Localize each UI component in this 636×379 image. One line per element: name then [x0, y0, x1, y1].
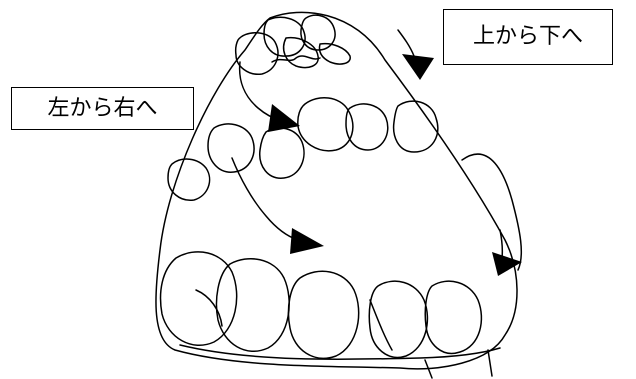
outline-stroke-bottom	[180, 345, 500, 359]
outline-tail-bottom-right	[488, 350, 492, 376]
grain-mid-3	[394, 101, 438, 152]
grain-top-5	[319, 44, 350, 64]
grain-mid-5	[208, 124, 254, 172]
label-top-to-bottom: 上から下へ	[443, 9, 613, 65]
arrowhead-middle	[290, 228, 324, 254]
grain-bottom-5	[425, 281, 481, 353]
grain-bottom-scribble-2	[370, 300, 392, 350]
grain-top-4	[284, 38, 319, 68]
grain-bottom-3	[288, 271, 358, 358]
grain-top-3	[301, 15, 335, 50]
outline-stroke-right	[462, 154, 521, 270]
grain-bottom-1	[161, 252, 237, 345]
outline-shape	[156, 12, 517, 369]
grain-bottom-2	[217, 259, 290, 352]
grain-mid-4	[260, 128, 304, 178]
grain-mid-1	[298, 98, 353, 151]
arrow-path-top-right	[398, 30, 414, 56]
arrowhead-right	[492, 252, 522, 276]
grain-top-scribble	[272, 56, 320, 62]
label-left-to-right: 左から右へ	[11, 87, 194, 130]
grain-mid-6	[168, 159, 210, 200]
arrowhead-top-right	[402, 54, 434, 80]
